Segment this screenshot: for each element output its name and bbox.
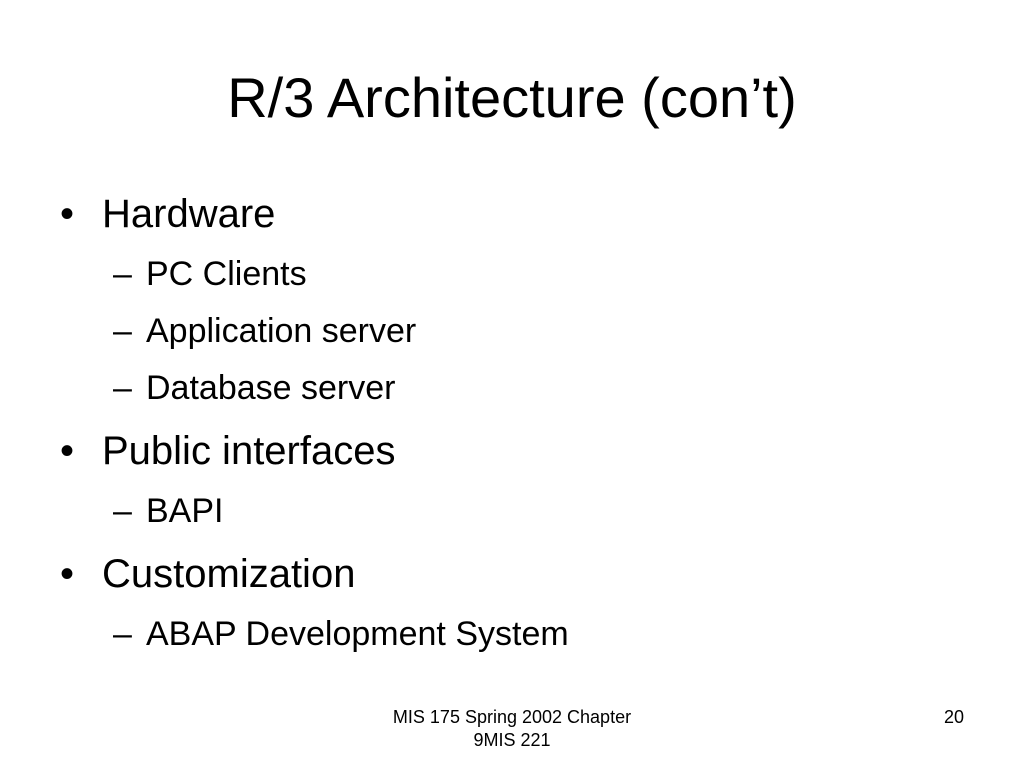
- bullet-text: Public interfaces: [102, 429, 396, 473]
- footer-text: MIS 175 Spring 2002 Chapter 9MIS 221: [350, 706, 674, 752]
- dash-icon: –: [113, 369, 132, 407]
- bullet-icon: •: [60, 552, 75, 596]
- footer-line-1: MIS 175 Spring 2002 Chapter: [392, 707, 632, 727]
- dash-icon: –: [113, 615, 132, 653]
- footer-line-2: 9MIS 221: [473, 730, 551, 750]
- dash-icon: –: [113, 312, 132, 350]
- dash-icon: –: [113, 255, 132, 293]
- bullet-text: Hardware: [102, 192, 276, 236]
- page-number: 20: [943, 707, 964, 727]
- bullet-text: Customization: [102, 552, 356, 596]
- sub-item-text: ABAP Development System: [146, 615, 569, 653]
- bullet-icon: •: [60, 192, 75, 236]
- dash-icon: –: [113, 492, 132, 530]
- sub-item-text: BAPI: [146, 492, 224, 530]
- bullet-icon: •: [60, 429, 75, 473]
- sub-item-text: Database server: [146, 369, 396, 407]
- slide-title: R/3 Architecture (con’t): [227, 66, 797, 129]
- sub-item-text: Application server: [146, 312, 417, 350]
- sub-item-text: PC Clients: [146, 255, 307, 293]
